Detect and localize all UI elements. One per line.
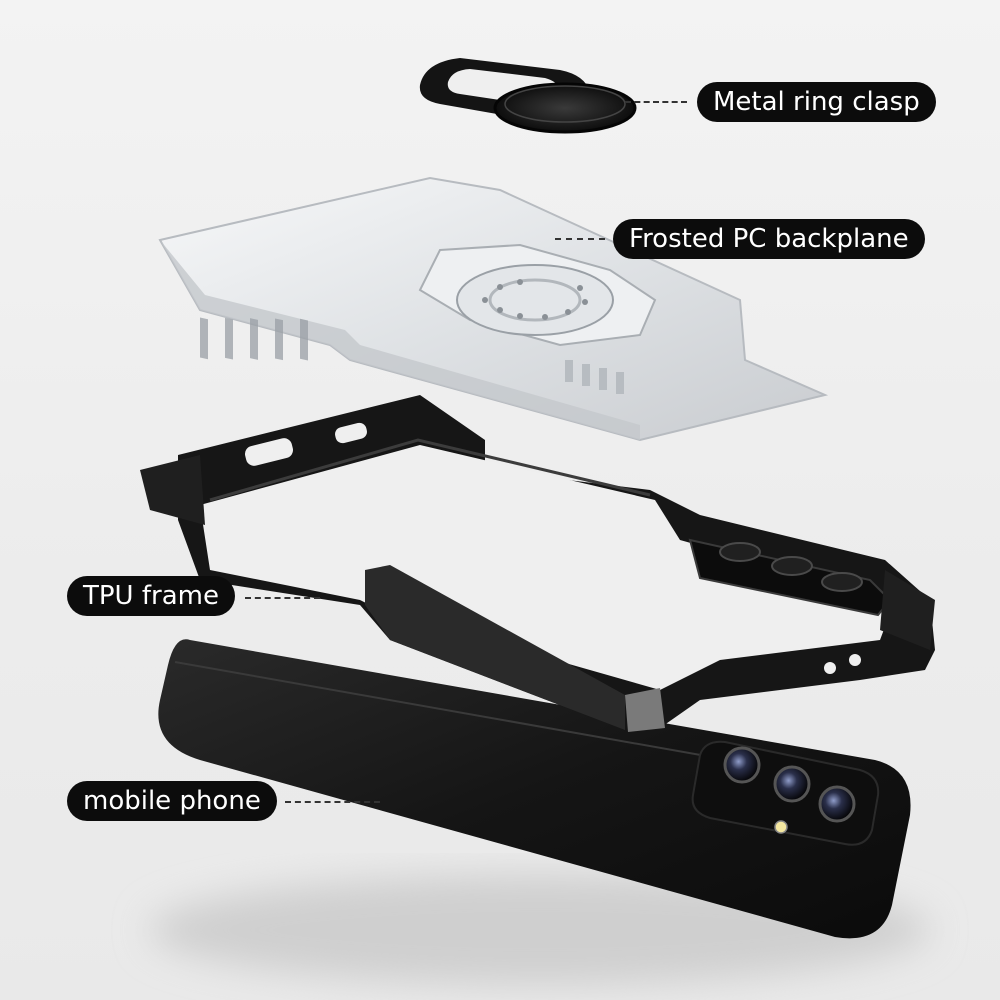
camera-lens-icon bbox=[723, 746, 761, 784]
ring-disc-icon bbox=[493, 82, 637, 134]
mobile-phone-leader-line bbox=[285, 801, 380, 803]
tpu-frame-leader-line bbox=[245, 597, 320, 599]
camera-lens-icon bbox=[773, 765, 811, 803]
tpu-frame-illustration bbox=[140, 395, 935, 732]
mobile-phone-label: mobile phone bbox=[67, 781, 277, 821]
mobile-phone-illustration bbox=[158, 639, 911, 939]
ring-clasp-label: Metal ring clasp bbox=[697, 82, 936, 122]
ring-mount-icon bbox=[456, 264, 614, 336]
camera-lens-icon bbox=[818, 785, 856, 823]
ring-clasp-illustration bbox=[419, 58, 637, 134]
ring-clasp-leader-line bbox=[625, 101, 687, 103]
tpu-frame-label: TPU frame bbox=[67, 576, 235, 616]
pc-backplane-leader-line bbox=[555, 238, 605, 240]
flash-icon bbox=[774, 820, 788, 834]
pc-backplane-illustration bbox=[158, 176, 829, 442]
pc-backplane-label: Frosted PC backplane bbox=[613, 219, 925, 259]
